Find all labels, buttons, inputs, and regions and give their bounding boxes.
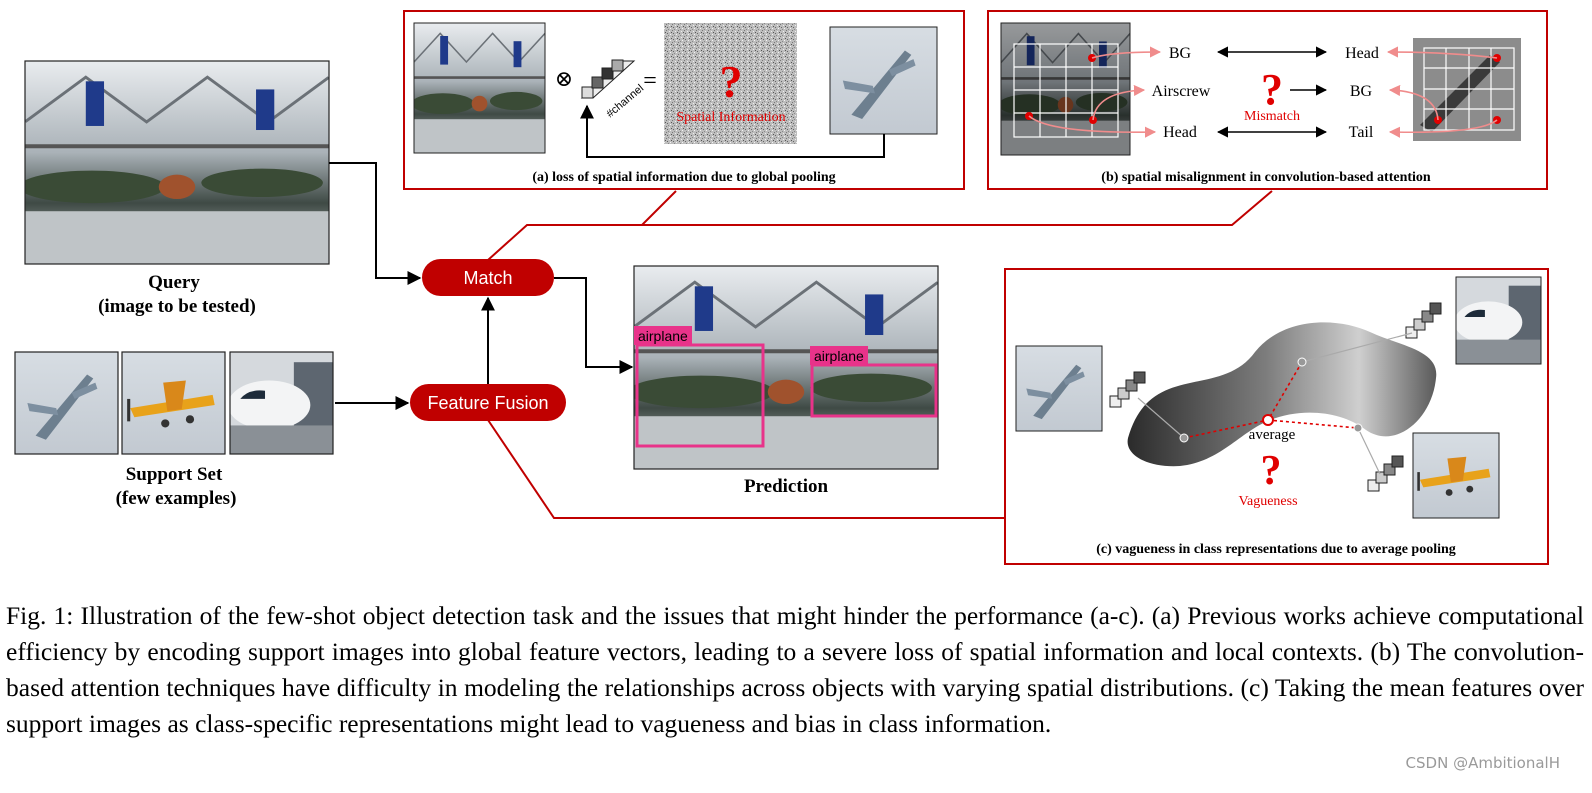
match-node-label: Match: [463, 268, 512, 288]
feature-manifold: [1127, 322, 1437, 467]
query-image: [24, 60, 330, 265]
noise-feature-map: [664, 23, 797, 144]
channel-vector-icon: [580, 59, 636, 99]
panel-b-question-mark: ?: [1261, 65, 1283, 114]
connector-to-panel-a: [487, 190, 677, 261]
query-label: Query: [148, 272, 200, 293]
prediction-box-left-label: airplane: [638, 328, 688, 344]
spatial-information-label: Spatial Information: [676, 110, 785, 125]
left-label-airscrew: Airscrew: [1152, 83, 1211, 100]
panel-b-caption: (b) spatial misalignment in convolution-…: [1101, 170, 1431, 185]
support-to-vector-arrow: [580, 104, 885, 158]
left-label-bg: BG: [1169, 45, 1192, 62]
feature-fusion-node: Feature Fusion: [410, 384, 566, 421]
match-node: Match: [422, 259, 554, 296]
prediction-label: Prediction: [744, 476, 829, 497]
match-to-prediction-arrow: [554, 277, 634, 374]
equals-symbol: =: [643, 68, 657, 94]
connector-to-panel-c: [487, 419, 1005, 519]
support-sublabel: (few examples): [116, 488, 237, 509]
panel-b: BG Airscrew Head Head BG Tail ? Mismatch…: [987, 10, 1548, 190]
feature-fusion-node-label: Feature Fusion: [427, 393, 548, 413]
feature-vector-icon-top: [1405, 302, 1442, 339]
support-image-jet: [14, 351, 119, 455]
otimes-symbol: ⊗: [555, 66, 573, 91]
connector-to-panel-b: [642, 190, 1273, 226]
prediction-image: [633, 265, 939, 470]
support-image-airliner: [229, 351, 334, 455]
average-label: average: [1249, 427, 1296, 443]
right-label-tail: Tail: [1349, 124, 1374, 141]
watermark: CSDN @AmbitionalH: [1405, 754, 1560, 772]
panel-a-caption: (a) loss of spatial information due to g…: [532, 170, 835, 185]
mismatch-label: Mismatch: [1244, 109, 1300, 124]
prediction-box-right: [810, 363, 938, 418]
vagueness-label: Vagueness: [1238, 494, 1297, 509]
panel-a-question-mark: ?: [720, 56, 743, 107]
panel-c: average ? Vagueness (c) vagueness in cla…: [1004, 268, 1549, 565]
prediction-box-right-label: airplane: [814, 348, 864, 364]
prediction-box-right-tag: [810, 346, 868, 365]
support-image-prop-plane: [121, 351, 226, 455]
figure-diagram: Query (image to be tested) Support Set (…: [14, 10, 1549, 565]
support-label: Support Set: [126, 464, 223, 485]
prediction-box-left-tag: [634, 326, 692, 345]
figure-caption: Fig. 1: Illustration of the few-shot obj…: [6, 601, 1584, 738]
prediction-box-left: [635, 343, 765, 448]
query-sublabel: (image to be tested): [98, 296, 256, 317]
query-to-match-arrow: [329, 162, 422, 285]
right-label-bg: BG: [1350, 83, 1373, 100]
right-label-head: Head: [1345, 45, 1379, 62]
average-point: [1262, 414, 1274, 426]
panel-c-question-mark: ?: [1261, 448, 1282, 494]
left-label-head: Head: [1163, 124, 1197, 141]
panel-a: ⊗ #channel = ? Spatial Information (a) l…: [403, 10, 965, 190]
feature-vector-icon-left: [1109, 371, 1146, 408]
feature-vector-icon-bottom: [1367, 455, 1404, 492]
support-grid: [1423, 47, 1515, 131]
panel-c-caption: (c) vagueness in class representations d…: [1096, 542, 1456, 557]
